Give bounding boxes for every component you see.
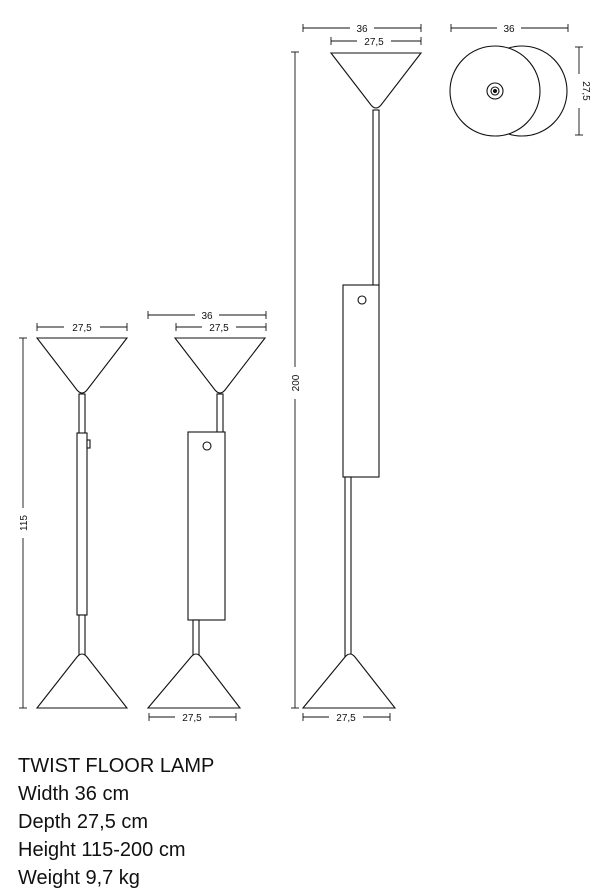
lamp-pole-lower bbox=[344, 476, 352, 658]
dimension-depth-top-left: 27,5 bbox=[36, 321, 128, 334]
lamp-side-view-short: 27,5 115 bbox=[17, 321, 129, 709]
dimension-width-top-right: 36 bbox=[302, 22, 422, 35]
spec-weight: Weight 9,7 kg bbox=[18, 867, 140, 889]
dimension-width-top-middle: 36 bbox=[147, 309, 267, 322]
dimension-min-height: 115 bbox=[17, 337, 30, 709]
dimension-label: 36 bbox=[201, 311, 213, 322]
dimension-label: 200 bbox=[291, 374, 302, 391]
lamp-body bbox=[187, 431, 226, 621]
lamp-shade bbox=[35, 337, 129, 394]
lamp-top-view: 36 27,5 bbox=[449, 22, 591, 137]
dimension-label: 36 bbox=[503, 24, 515, 35]
dimension-max-height: 200 bbox=[289, 51, 302, 709]
dimension-depth-bottom-middle: 27,5 bbox=[148, 711, 237, 724]
dimension-label: 27,5 bbox=[580, 81, 591, 101]
lamp-base bbox=[146, 653, 242, 709]
lamp-pole-top-inner bbox=[490, 86, 500, 96]
lamp-shade bbox=[173, 337, 267, 394]
spec-depth: Depth 27,5 cm bbox=[18, 811, 149, 833]
lamp-switch-knob bbox=[202, 441, 212, 451]
lamp-pole-top-outer bbox=[486, 82, 504, 100]
lamp-pole-top-center bbox=[493, 89, 497, 93]
lamp-shade bbox=[329, 52, 423, 109]
lamp-pole-upper bbox=[372, 109, 380, 287]
dimension-label: 27,5 bbox=[336, 713, 356, 724]
product-name: TWIST FLOOR LAMP bbox=[18, 755, 215, 777]
lamp-front-view-short: 36 27,5 27,5 bbox=[146, 309, 267, 724]
dimension-width-top-view: 36 bbox=[450, 22, 569, 35]
technical-drawing: 27,5 115 36 27,5 bbox=[17, 22, 591, 724]
dimension-label: 27,5 bbox=[72, 323, 92, 334]
dimension-depth-top-middle: 27,5 bbox=[175, 321, 267, 334]
lamp-pole-upper bbox=[78, 393, 86, 435]
lamp-pole-upper bbox=[216, 393, 224, 435]
dimension-depth-bottom-right: 27,5 bbox=[302, 711, 391, 724]
spec-height: Height 115-200 cm bbox=[18, 839, 186, 861]
dimension-label: 27,5 bbox=[209, 323, 229, 334]
spec-width: Width 36 cm bbox=[18, 783, 130, 805]
dimension-label: 27,5 bbox=[364, 37, 384, 48]
lamp-pole-lower bbox=[192, 619, 200, 658]
lamp-base bbox=[35, 653, 129, 709]
lamp-knob-side bbox=[86, 439, 91, 449]
lamp-front-view-tall: 36 27,5 200 27,5 bbox=[289, 22, 423, 724]
lamp-switch-knob bbox=[357, 295, 367, 305]
dimension-label: 36 bbox=[356, 24, 368, 35]
dimension-depth-top-view: 27,5 bbox=[573, 46, 591, 136]
lamp-body-side bbox=[76, 432, 88, 616]
dimension-label: 27,5 bbox=[182, 713, 202, 724]
lamp-pole-lower bbox=[78, 614, 86, 658]
dimension-label: 115 bbox=[19, 515, 30, 531]
product-specs: TWIST FLOOR LAMP Width 36 cm Depth 27,5 … bbox=[18, 752, 418, 892]
lamp-base bbox=[301, 653, 397, 709]
lamp-body bbox=[342, 284, 380, 478]
dimension-depth-top-right: 27,5 bbox=[330, 35, 422, 48]
